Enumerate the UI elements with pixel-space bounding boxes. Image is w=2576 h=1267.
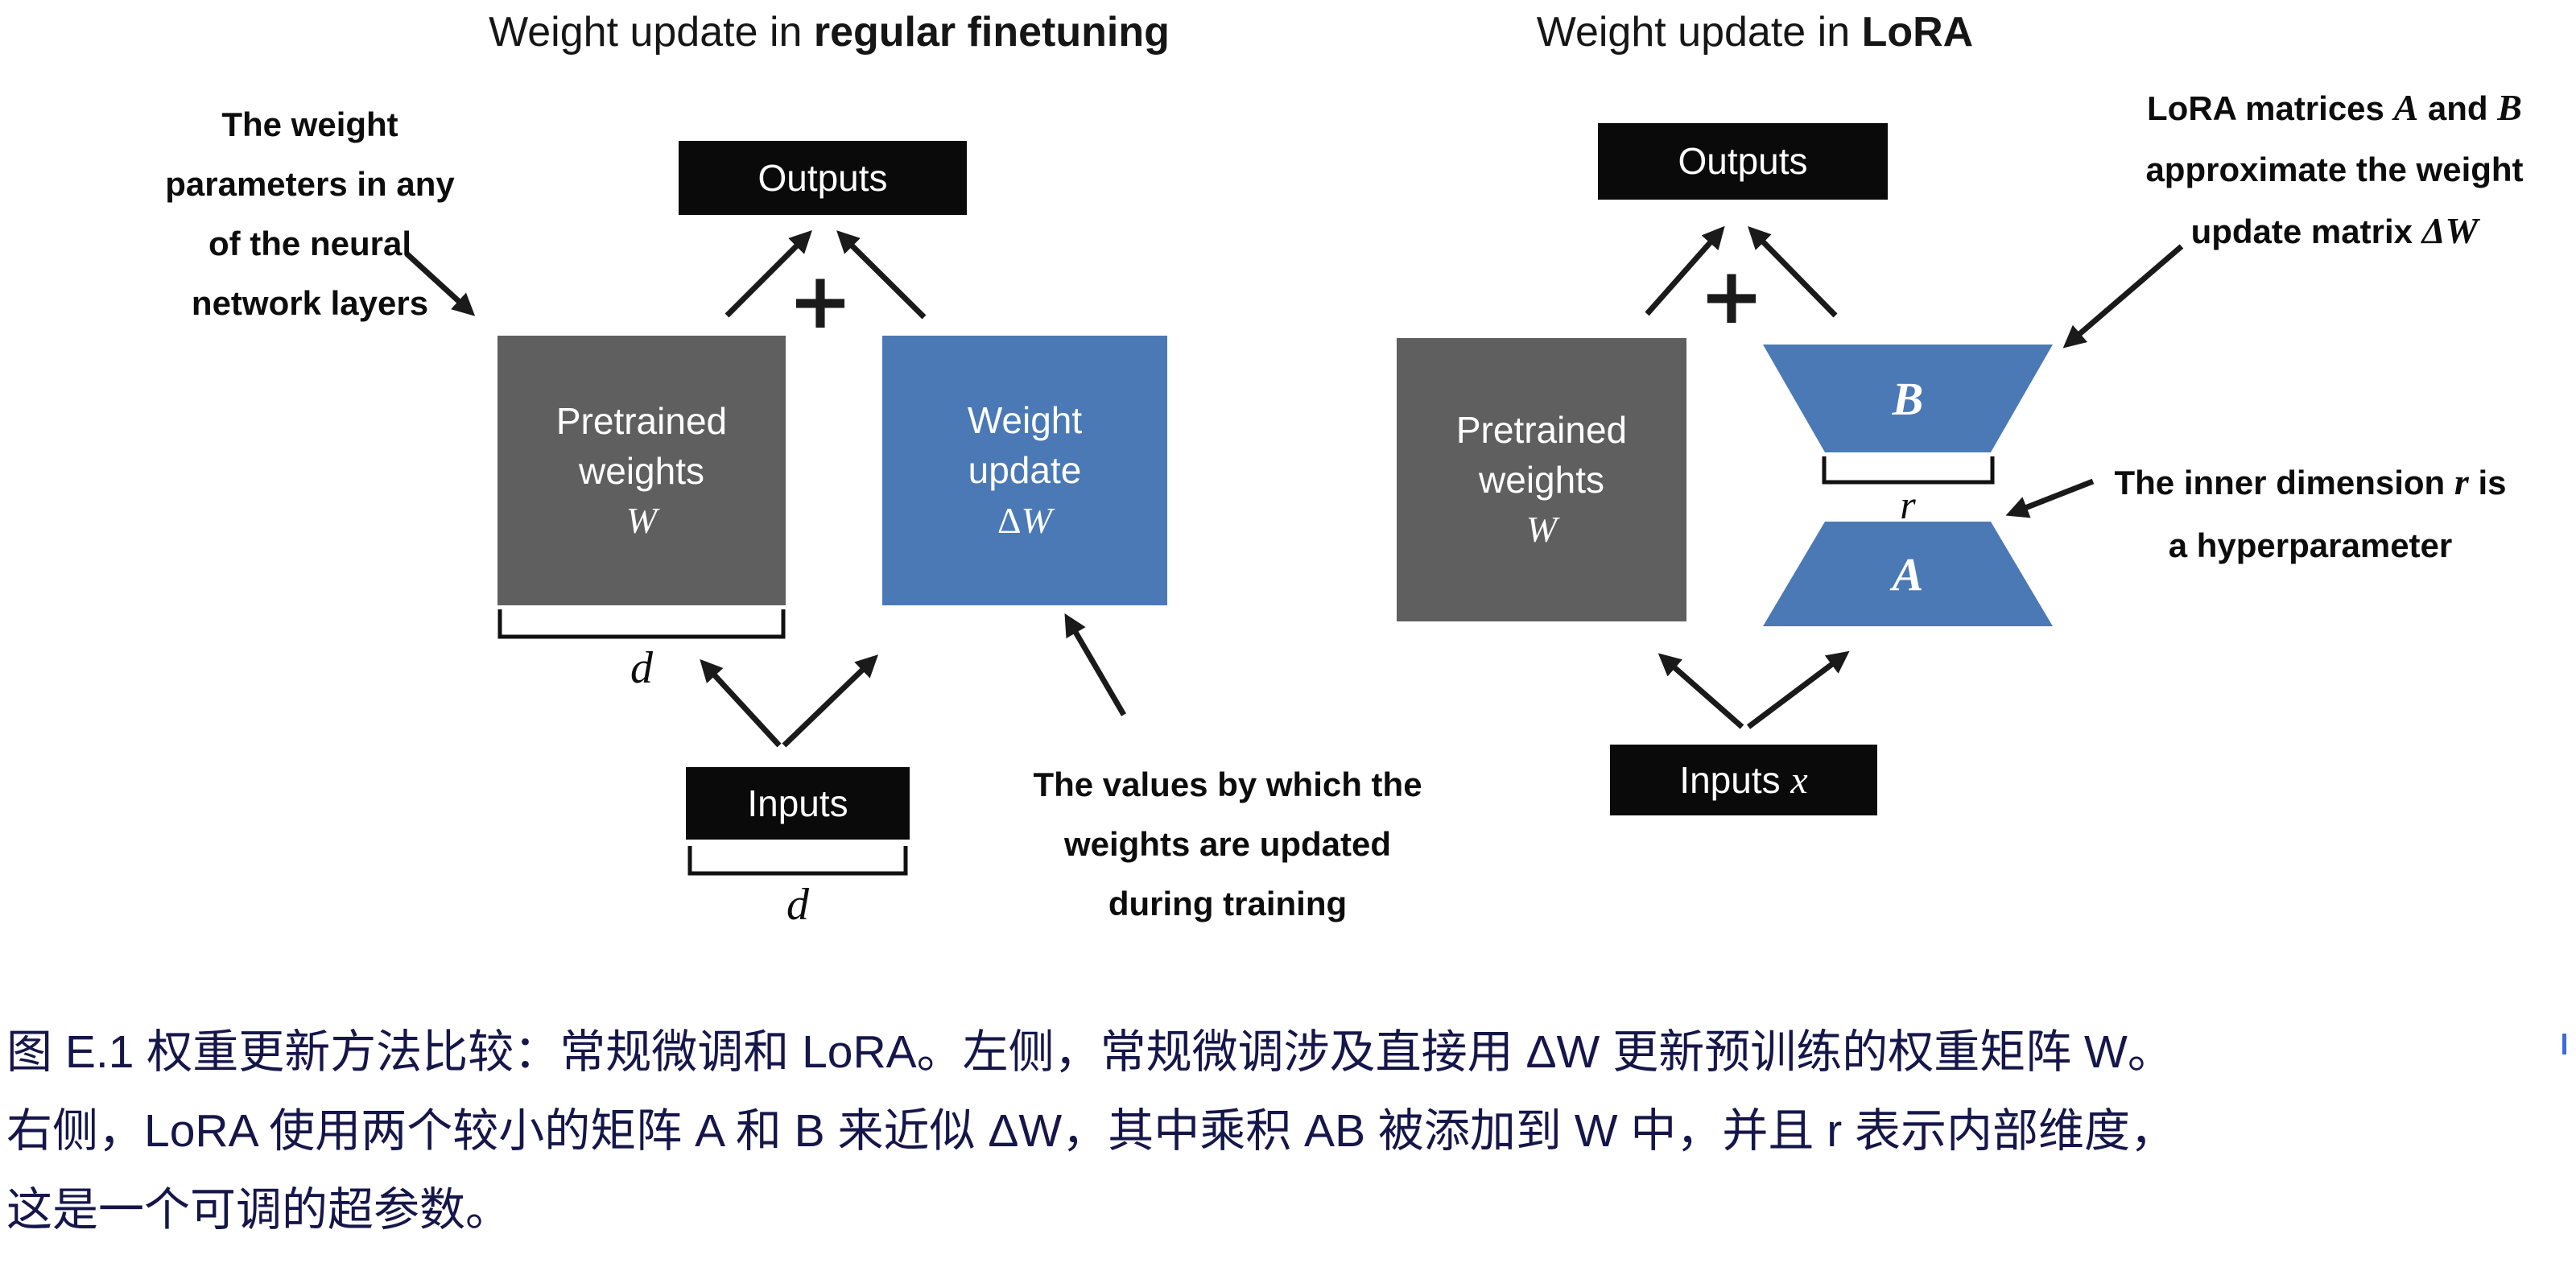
pretrained-line2: weights bbox=[579, 449, 704, 492]
rank-note: The inner dimension r is a hyperparamete… bbox=[2093, 451, 2528, 577]
math-r: r bbox=[2454, 461, 2469, 502]
note-line: network layers bbox=[191, 284, 429, 322]
weight-update-box: Weight update ΔW bbox=[882, 336, 1167, 605]
note-line: The weight bbox=[221, 105, 398, 143]
note-line: parameters in any bbox=[165, 165, 455, 203]
arrow-lora-note-to-b bbox=[2062, 244, 2184, 349]
pretrained-weights-box-left: Pretrained weights W bbox=[497, 336, 786, 605]
arrow-ab-to-outputs-right bbox=[1748, 226, 1838, 318]
note-line: a hyperparameter bbox=[2168, 526, 2453, 564]
dim-bracket-inputs bbox=[687, 846, 908, 876]
text-cursor-artifact bbox=[2562, 1034, 2566, 1054]
pretrained-weights-box-right: Pretrained weights W bbox=[1397, 338, 1686, 621]
outputs-label-right: Outputs bbox=[1678, 140, 1808, 182]
figure-caption: 图 E.1 权重更新方法比较：常规微调和 LoRA。左侧，常规微调涉及直接用 Δ… bbox=[6, 1013, 2574, 1249]
values-note: The values by which the weights are upda… bbox=[1002, 755, 1453, 934]
rank-r-label: r bbox=[1900, 482, 1916, 527]
left-panel-title: Weight update in regular finetuning bbox=[346, 8, 1312, 56]
note-line: weights are updated bbox=[1063, 825, 1392, 863]
arrow-inputs-to-dw-left bbox=[782, 654, 879, 748]
arrow-values-note-to-dw bbox=[1064, 613, 1127, 716]
note-line: update matrix ΔW bbox=[2190, 210, 2479, 251]
arrow-dw-to-outputs-left bbox=[836, 230, 927, 320]
connector-layer bbox=[404, 225, 2184, 876]
update-line1: Weight bbox=[967, 399, 1083, 441]
caption-line-3: 这是一个可调的超参数。 bbox=[6, 1184, 511, 1236]
plus-sign-right: + bbox=[1699, 251, 1765, 341]
right-panel-title: Weight update in LoRA bbox=[1352, 8, 2157, 56]
lora-note: LoRA matrices A and B approximate the we… bbox=[2125, 77, 2544, 262]
note-line: of the neural bbox=[208, 225, 412, 262]
pretrained-w-symbol: W bbox=[1525, 509, 1558, 550]
update-line2: update bbox=[968, 449, 1082, 491]
pretrained-w-symbol: W bbox=[625, 499, 658, 541]
outputs-label-left: Outputs bbox=[758, 157, 888, 199]
pretrained-line1: Pretrained bbox=[1455, 409, 1628, 451]
math-b: B bbox=[2497, 87, 2522, 128]
inputs-x-symbol: x bbox=[1790, 759, 1808, 802]
inputs-label-left: Inputs bbox=[747, 782, 848, 824]
dim-d-weights: d bbox=[630, 643, 653, 693]
arrow-rank-note-to-r bbox=[2005, 478, 2095, 518]
inputs-box-left: Inputs bbox=[686, 767, 910, 840]
arrow-inputs-to-w-left bbox=[700, 658, 782, 748]
right-title-bold: LoRA bbox=[1861, 9, 1974, 56]
arrow-inputs-to-w-right bbox=[1657, 653, 1744, 729]
pretrained-line2: weights bbox=[1479, 459, 1604, 501]
note-line: approximate the weight bbox=[2145, 151, 2524, 188]
matrix-a-label: A bbox=[1892, 547, 1924, 600]
delta-w-symbol: W bbox=[1021, 500, 1052, 541]
dim-bracket-weights bbox=[497, 609, 786, 639]
note-line: The inner dimension r is bbox=[2114, 461, 2507, 502]
pretrained-line1: Pretrained bbox=[555, 399, 728, 442]
plus-sign-left: + bbox=[787, 256, 853, 346]
inputs-label-right: Inputs bbox=[1679, 759, 1791, 801]
matrix-b-label: B bbox=[1892, 372, 1924, 425]
delta-symbol: Δ bbox=[997, 500, 1022, 541]
dim-d-inputs: d bbox=[786, 880, 809, 930]
note-line: The values by which the bbox=[1033, 766, 1422, 803]
inputs-box-right: Inputs x bbox=[1610, 745, 1877, 815]
arrow-inputs-to-a-right bbox=[1746, 650, 1850, 729]
outputs-box-right: Outputs bbox=[1598, 123, 1888, 200]
arrow-w-to-outputs-left bbox=[724, 230, 812, 318]
weight-params-note: The weight parameters in any of the neur… bbox=[80, 95, 539, 333]
outputs-box-left: Outputs bbox=[679, 141, 967, 215]
note-line: during training bbox=[1108, 885, 1348, 922]
right-title-prefix: Weight update in bbox=[1536, 9, 1862, 56]
dim-bracket-rank bbox=[1822, 456, 1995, 485]
arrow-w-to-outputs-right bbox=[1645, 225, 1725, 316]
math-delta-w: ΔW bbox=[2421, 210, 2479, 251]
left-title-bold: regular finetuning bbox=[813, 9, 1170, 56]
math-a: A bbox=[2393, 87, 2419, 128]
left-title-prefix: Weight update in bbox=[489, 9, 814, 56]
caption-line-2: 右侧，LoRA 使用两个较小的矩阵 A 和 B 来近似 ΔW，其中乘积 AB 被… bbox=[6, 1105, 2177, 1157]
arrow-weight-params-to-w bbox=[404, 251, 476, 316]
note-line: LoRA matrices A and B bbox=[2147, 87, 2522, 128]
caption-line-1: 图 E.1 权重更新方法比较：常规微调和 LoRA。左侧，常规微调涉及直接用 Δ… bbox=[6, 1026, 2174, 1078]
